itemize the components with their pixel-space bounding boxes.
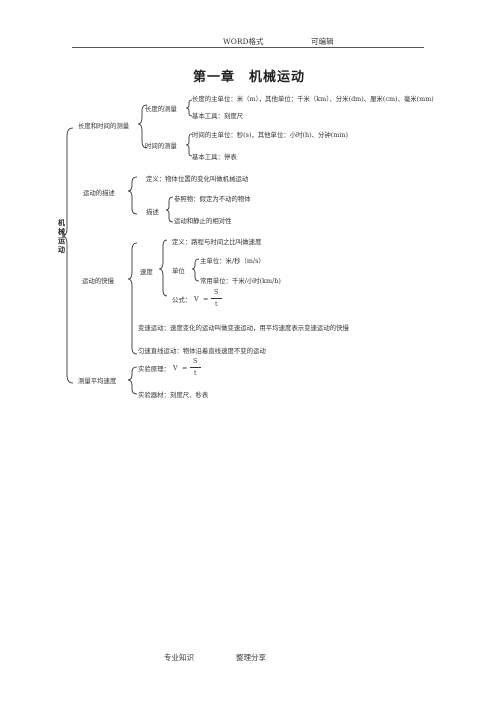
formula-v: V xyxy=(173,364,178,372)
unit-label: 单位 xyxy=(172,267,185,275)
time-unit-text: 时间的主单位：秒(s)，其他单位：小时(h)、分钟(min) xyxy=(192,131,348,139)
reference-text: 参照物：假定为不动的物体 xyxy=(174,195,251,203)
root-label: 机械运动 xyxy=(58,218,65,254)
header-left-text: WORD格式 xyxy=(223,37,264,46)
length-time-brace xyxy=(137,104,148,149)
average-brace xyxy=(127,366,138,395)
formula-v: V xyxy=(194,295,199,303)
page-title: 第一章 机械运动 xyxy=(193,70,306,85)
principle-label: 实验原理： xyxy=(138,365,170,373)
header-right-text: 可编辑 xyxy=(311,37,334,46)
length-time-label: 长度和时间的测量 xyxy=(78,122,130,130)
describe-brace xyxy=(165,196,174,223)
speed-formula: V = S t xyxy=(194,288,226,310)
description-brace xyxy=(127,176,138,215)
length-brace xyxy=(185,99,193,117)
formula-label: 公式： xyxy=(172,296,192,304)
relative-text: 运动和静止的相对性 xyxy=(174,217,232,225)
formula-equals: = xyxy=(182,364,188,372)
speed-brace xyxy=(158,239,168,297)
formula-numerator: S xyxy=(214,288,219,296)
describe-label: 描述 xyxy=(146,208,159,216)
unit-brace xyxy=(191,258,200,282)
length-tool-text: 基本工具：刻度尺 xyxy=(192,112,244,120)
formula-denominator: t xyxy=(215,300,218,308)
root-brace xyxy=(61,127,74,384)
header-rule xyxy=(72,47,424,48)
description-definition: 定义：物体位置的变化叫做机械运动 xyxy=(146,175,249,183)
speed-section-label: 运动的快慢 xyxy=(82,277,114,285)
speed-definition: 定义：路程与时间之比叫做速度 xyxy=(172,238,262,246)
uniform-motion-text: 匀速直线运动：物体沿着直线速度不变的运动 xyxy=(138,347,266,355)
time-tool-text: 基本工具：停表 xyxy=(192,153,237,161)
time-measure-label: 时间的测量 xyxy=(145,142,177,150)
fraction-bar xyxy=(211,298,222,299)
formula-numerator: S xyxy=(193,357,198,365)
length-unit-text: 长度的主单位：米（m），其他单位：千米（km）、分米(dm)、厘米(cm)、毫米… xyxy=(192,95,434,103)
formula-denominator: t xyxy=(194,369,197,377)
variable-motion-text: 变速运动：速度变化的运动叫做变速运动，用平均速度表示变速运动的快慢 xyxy=(138,324,349,332)
speed-label: 速度 xyxy=(140,268,153,276)
equipment-text: 实验器材：刻度尺、秒表 xyxy=(138,391,209,399)
fraction-bar xyxy=(190,367,201,368)
footer-left-text: 专业知识 xyxy=(164,653,194,662)
footer-right-text: 整理分享 xyxy=(236,653,266,662)
time-brace xyxy=(185,133,193,157)
average-label: 测量平均速度 xyxy=(78,377,117,385)
description-label: 运动的描述 xyxy=(83,189,115,197)
common-unit-text: 常用单位：千米/小时(km/h) xyxy=(200,277,281,285)
main-unit-text: 主单位：米/秒（m/s） xyxy=(200,257,265,265)
average-formula: V = S t xyxy=(173,357,205,379)
length-measure-label: 长度的测量 xyxy=(145,105,177,113)
speed-section-brace xyxy=(127,242,138,355)
formula-equals: = xyxy=(203,295,209,303)
